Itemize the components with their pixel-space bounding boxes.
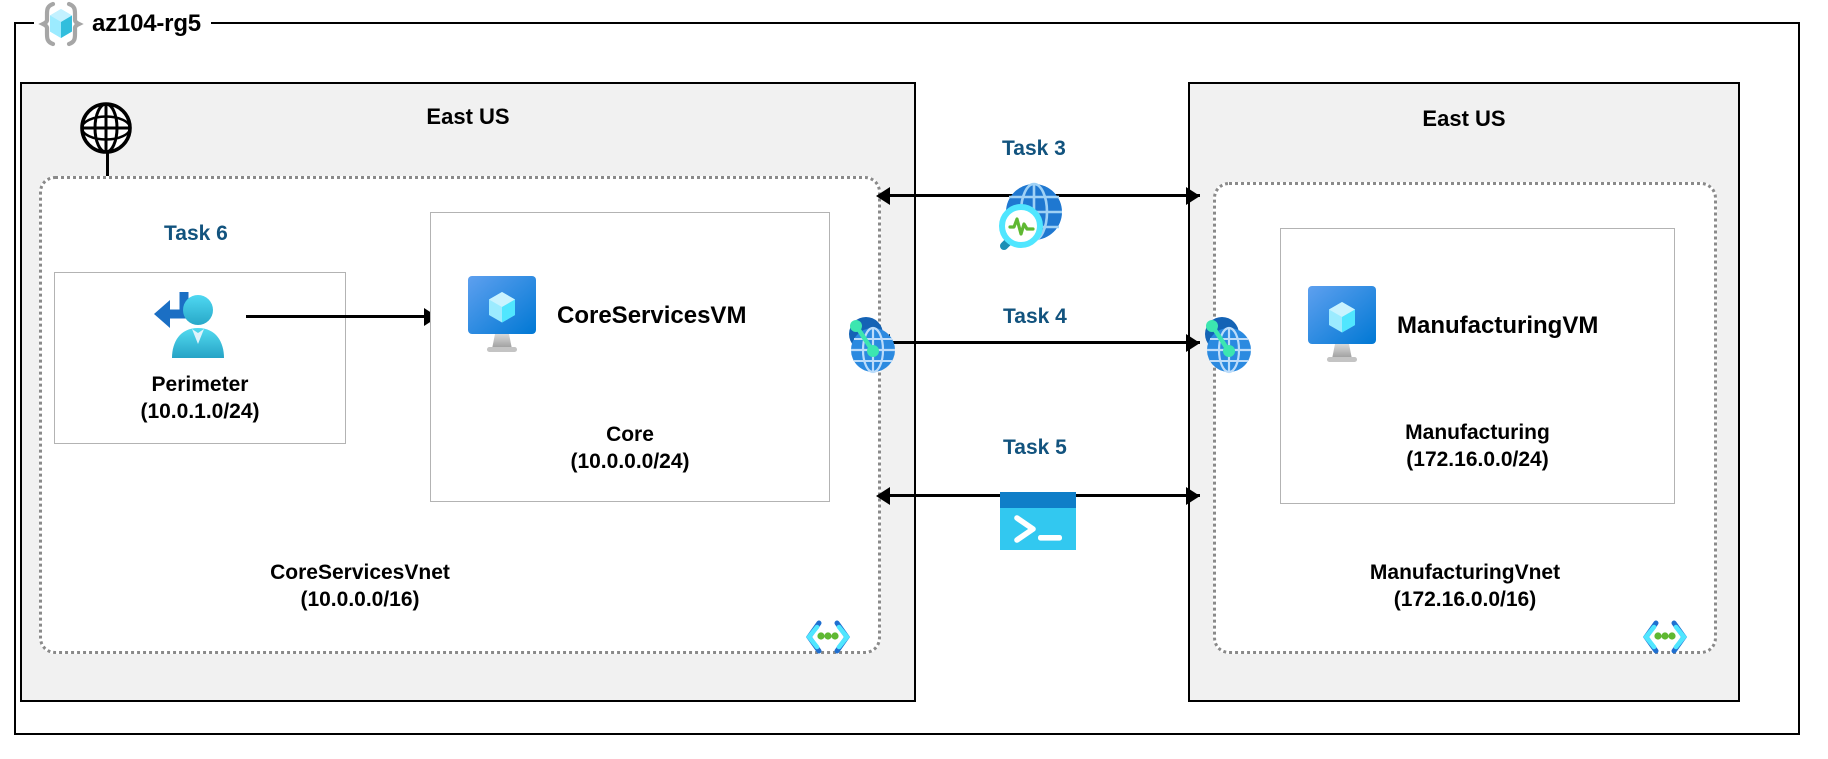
- subnet-perimeter-name: Perimeter: [151, 373, 249, 396]
- subnet-manufacturing-cidr: (172.16.0.0/24): [1406, 447, 1549, 471]
- vnet-manufacturing-cidr: (172.16.0.0/16): [1393, 587, 1537, 611]
- subnet-manufacturing-name: Manufacturing: [1405, 421, 1550, 444]
- bastion-user-icon: [148, 288, 228, 371]
- task5-arrowhead-left: [876, 487, 890, 505]
- task4-connector-line: [880, 341, 1200, 344]
- vnet-coreservices-cidr: (10.0.0.0/16): [300, 587, 420, 611]
- virtual-machine-icon: [465, 272, 539, 359]
- rg-frame-top-left-segment: [14, 22, 50, 24]
- task-label-3: Task 3: [1002, 137, 1066, 160]
- subnet-core-cidr: (10.0.0.0/24): [570, 449, 690, 473]
- rg-frame-top-right-segment: [286, 22, 1800, 24]
- subnet-core: [430, 212, 830, 502]
- task4-arrowhead-right: [1186, 334, 1200, 352]
- network-watcher-icon: [986, 180, 1072, 267]
- task-label-4: Task 4: [1003, 305, 1067, 328]
- subnet-code-icon: [805, 617, 851, 657]
- subnet-code-icon: [1642, 617, 1688, 657]
- vnet-coreservices-name: CoreServicesVnet: [270, 561, 450, 584]
- region-label-right: East US: [1422, 106, 1506, 131]
- virtual-machine-icon: [1305, 282, 1379, 369]
- task5-arrowhead-right: [1186, 487, 1200, 505]
- vm-manufacturing: ManufacturingVM: [1305, 282, 1598, 369]
- subnet-perimeter-caption: Perimeter (10.0.1.0/24): [54, 372, 346, 426]
- vm-coreservices-name: CoreServicesVM: [557, 301, 747, 329]
- vm-coreservices: CoreServicesVM: [465, 272, 746, 359]
- resource-group-icon: [38, 0, 84, 48]
- vnet-manufacturing-caption: ManufacturingVnet (172.16.0.0/16): [1285, 560, 1645, 614]
- vnet-coreservices-caption: CoreServicesVnet (10.0.0.0/16): [190, 560, 530, 614]
- vnet-manufacturing-name: ManufacturingVnet: [1369, 561, 1561, 584]
- vm-manufacturing-name: ManufacturingVM: [1397, 311, 1599, 339]
- region-label-left: East US: [426, 104, 510, 129]
- task-label-6: Task 6: [164, 222, 228, 245]
- vnet-peering-icon: [840, 312, 902, 381]
- subnet-core-caption: Core (10.0.0.0/24): [430, 422, 830, 476]
- subnet-perimeter-cidr: (10.0.1.0/24): [140, 399, 260, 423]
- vnet-peering-icon: [1196, 312, 1258, 381]
- task-label-5: Task 5: [1003, 436, 1067, 459]
- perimeter-to-core-line: [246, 315, 436, 318]
- subnet-manufacturing-caption: Manufacturing (172.16.0.0/24): [1280, 420, 1675, 474]
- resource-group-name: az104-rg5: [92, 10, 201, 37]
- task3-arrowhead-left: [876, 187, 890, 205]
- subnet-core-name: Core: [606, 423, 654, 446]
- task3-arrowhead-right: [1186, 187, 1200, 205]
- cloud-shell-icon: [1000, 492, 1076, 555]
- resource-group-header: az104-rg5: [34, 0, 211, 48]
- subnet-manufacturing: [1280, 228, 1675, 504]
